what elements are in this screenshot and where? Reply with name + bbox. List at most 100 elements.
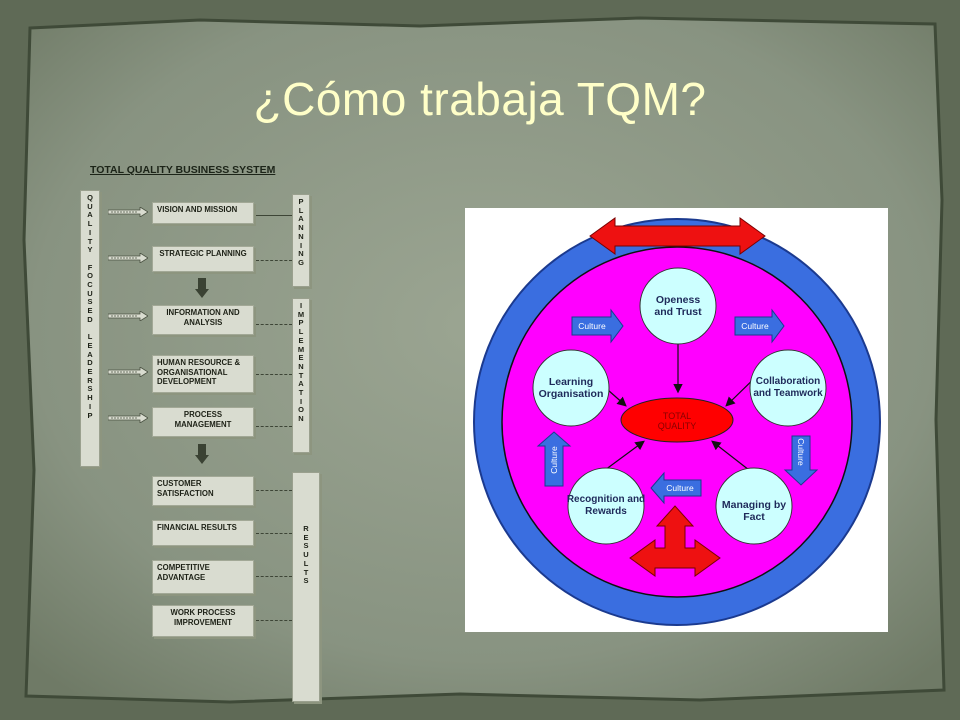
arrow-down-icon: [195, 278, 209, 298]
culture-arrow-left-icon: [650, 471, 702, 505]
box-competitive-advantage: COMPETITIVE ADVANTAGE: [152, 560, 254, 594]
node-label-bottom-left: Recognition and Rewards: [566, 494, 646, 517]
arrow-line: [711, 440, 750, 471]
column-letter: L: [87, 332, 93, 342]
culture-diagram-graphic: [473, 217, 881, 626]
center-total-quality: [620, 397, 734, 443]
node-openess-and-trust: [639, 267, 717, 345]
column-letter: T: [87, 236, 93, 246]
column-letter: I: [299, 396, 303, 406]
column-letter: O: [87, 271, 93, 281]
column-letter: L: [298, 205, 304, 215]
culture-label: Culture: [549, 446, 559, 474]
connector-line: [256, 426, 292, 427]
column-letter: R: [303, 524, 309, 533]
connector-line: [256, 576, 292, 577]
column-letter: S: [87, 297, 93, 307]
culture-label: Culture: [796, 438, 806, 466]
column-letter: D: [87, 314, 93, 324]
column-letter: I: [299, 301, 303, 310]
box-customer-satisfaction: CUSTOMER SATISFACTION: [152, 476, 254, 506]
column-letter: E: [298, 335, 304, 345]
column-letter: S: [87, 384, 93, 394]
column-letter: U: [303, 550, 309, 560]
column-letter: P: [87, 410, 93, 420]
box-strategic-planning: STRATEGIC PLANNING: [152, 246, 254, 272]
column-letter: L: [303, 558, 309, 568]
column-letter: P: [298, 318, 304, 328]
node-recognition-and-rewards: [567, 467, 645, 545]
column-letter: N: [298, 223, 304, 233]
column-letter: A: [87, 210, 93, 220]
node-managing-by-fact: [715, 467, 793, 545]
column-letter: H: [87, 393, 93, 403]
arrow-down-icon: [195, 444, 209, 464]
column-letter: T: [298, 388, 304, 398]
column-letter: U: [87, 288, 93, 298]
column-letter: I: [88, 227, 92, 237]
column-letter: N: [298, 361, 304, 371]
center-label: TOTAL QUALITY: [657, 411, 697, 431]
connector-line: [256, 215, 292, 216]
column-letter: T: [303, 567, 309, 577]
column-letter: N: [298, 414, 304, 424]
connector-line: [256, 620, 292, 621]
arrow-right-icon: [108, 311, 148, 321]
column-letter: L: [87, 219, 93, 229]
column-letter: O: [298, 405, 304, 415]
column-letter: I: [299, 240, 303, 250]
arrow-right-icon: [108, 413, 148, 423]
column-letter: M: [297, 344, 305, 354]
column-letter: A: [87, 349, 93, 359]
total-quality-culture-diagram: Openess and Trust Learning Organisation …: [465, 208, 888, 632]
culture-label: Culture: [666, 483, 694, 493]
column-letter: D: [87, 358, 93, 368]
arrow-right-icon: [108, 207, 148, 217]
box-information-analysis: INFORMATION AND ANALYSIS: [152, 305, 254, 335]
column-letter: E: [298, 353, 304, 363]
column-letter: Q: [87, 193, 93, 202]
red-double-arrow-bottom: [629, 505, 721, 577]
culture-arrow-up-icon: [536, 431, 572, 487]
culture-label: Culture: [741, 321, 769, 331]
column-letter: E: [303, 532, 309, 542]
column-letter: E: [87, 306, 93, 316]
box-process-management: PROCESS MANAGEMENT: [152, 407, 254, 437]
column-letter: G: [298, 257, 304, 267]
arrow-right-icon: [108, 367, 148, 377]
column-letter: L: [298, 327, 304, 337]
connector-line: [256, 324, 292, 325]
node-label-left: Learning Organisation: [538, 376, 604, 400]
box-vision-mission: VISION AND MISSION: [152, 202, 254, 224]
column-letter: Y: [87, 245, 93, 255]
column-letter: E: [87, 340, 93, 350]
slide-title: ¿Cómo trabaja TQM?: [253, 73, 707, 125]
column-letter: M: [297, 309, 305, 319]
column-letter: N: [298, 249, 304, 259]
connector-line: [256, 260, 292, 261]
column-letter: R: [87, 375, 93, 385]
culture-label: Culture: [578, 321, 606, 331]
diagram-title: TOTAL QUALITY BUSINESS SYSTEM: [90, 164, 276, 176]
column-letter: U: [87, 201, 93, 211]
box-work-process-improvement: WORK PROCESS IMPROVEMENT: [152, 605, 254, 637]
red-double-arrow-top: [589, 217, 766, 255]
node-label-top: Openess and Trust: [654, 294, 702, 318]
connector-line: [256, 374, 292, 375]
arrow-right-icon: [108, 253, 148, 263]
column-letter: S: [303, 541, 309, 551]
column-letter: T: [298, 370, 304, 380]
culture-arrow-right-icon: [571, 308, 624, 344]
culture-arrow-right-icon: [734, 308, 785, 344]
column-letter: S: [303, 576, 309, 586]
node-learning-organisation: [532, 349, 610, 427]
node-label-bottom-right: Managing by Fact: [721, 499, 787, 523]
arrow-line: [604, 440, 645, 471]
box-human-resource: HUMAN RESOURCE & ORGANISATIONAL DEVELOPM…: [152, 355, 254, 393]
column-letter: P: [298, 197, 304, 206]
culture-arrow-down-icon: [783, 435, 819, 486]
